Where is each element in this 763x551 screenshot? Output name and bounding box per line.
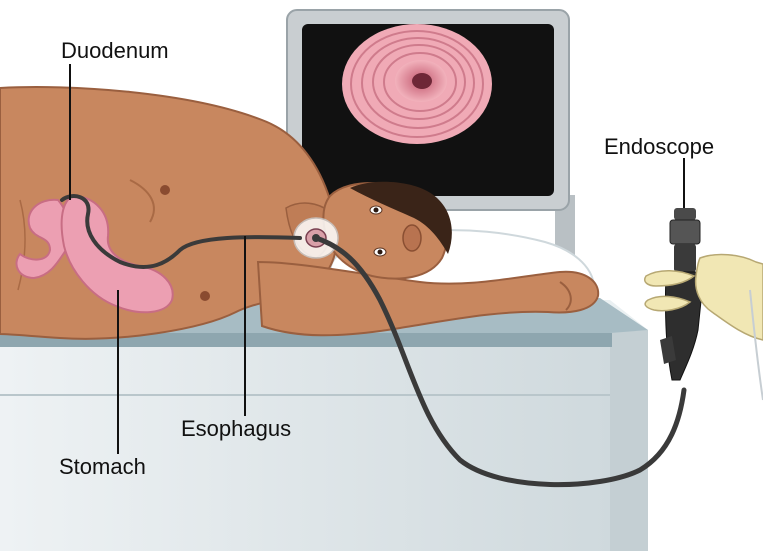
label-endoscope: Endoscope — [604, 136, 714, 158]
label-duodenum: Duodenum — [61, 40, 169, 62]
label-esophagus: Esophagus — [181, 418, 291, 440]
gloved-hand — [645, 255, 763, 400]
esophagus-lumen-view — [342, 24, 492, 144]
label-stomach: Stomach — [59, 456, 146, 478]
